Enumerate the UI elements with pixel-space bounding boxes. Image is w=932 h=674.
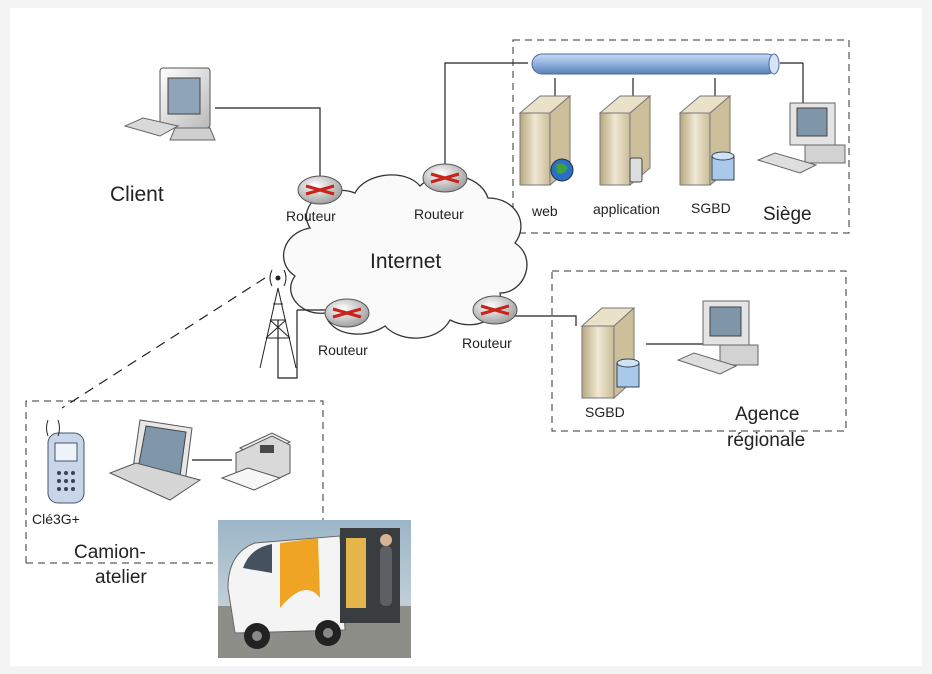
web-server-icon <box>518 94 574 187</box>
sgbd-label: SGBD <box>585 404 625 420</box>
phone-3g-key-icon <box>46 419 85 504</box>
service-van-photo <box>218 520 411 658</box>
diagram-canvas: Client Internet Routeur Routeur Routeur … <box>10 8 922 666</box>
application-label: application <box>593 201 660 217</box>
router-label: Routeur <box>414 206 464 222</box>
database-server-icon <box>678 94 735 187</box>
router-icon <box>422 163 468 193</box>
client-label: Client <box>110 183 164 206</box>
router-label: Routeur <box>318 342 368 358</box>
printer-icon <box>220 432 292 491</box>
camion-label-line2: atelier <box>95 567 147 588</box>
router-icon <box>472 295 518 325</box>
laptop-icon <box>108 419 202 501</box>
web-label: web <box>531 203 558 219</box>
camion-label-line1: Camion- <box>74 542 146 563</box>
router-icon <box>297 175 343 205</box>
client-computer-icon <box>123 67 216 141</box>
siege-group-border <box>512 39 850 234</box>
router-label: Routeur <box>462 335 512 351</box>
sgbd-label: SGBD <box>691 200 731 216</box>
network-links <box>192 62 804 461</box>
agence-workstation-icon <box>676 300 759 375</box>
router-label: Routeur <box>286 208 336 224</box>
siege-label: Siège <box>763 204 812 225</box>
internet-label: Internet <box>370 250 441 273</box>
siege-workstation-icon <box>756 102 846 174</box>
agence-label-line2: régionale <box>727 430 805 451</box>
database-server-icon <box>580 306 640 400</box>
application-server-icon <box>598 94 652 187</box>
antenna-tower-icon <box>259 269 297 369</box>
cle3g-label: Clé3G+ <box>32 511 80 527</box>
agence-group-border <box>551 270 847 432</box>
router-icon <box>324 298 370 328</box>
internet-cloud <box>282 174 528 339</box>
network-diagram: Client Internet Routeur Routeur Routeur … <box>25 39 850 658</box>
wireless-link <box>61 277 266 409</box>
agence-label-line1: Agence <box>735 404 799 425</box>
backbone-bus-icon <box>531 53 780 75</box>
